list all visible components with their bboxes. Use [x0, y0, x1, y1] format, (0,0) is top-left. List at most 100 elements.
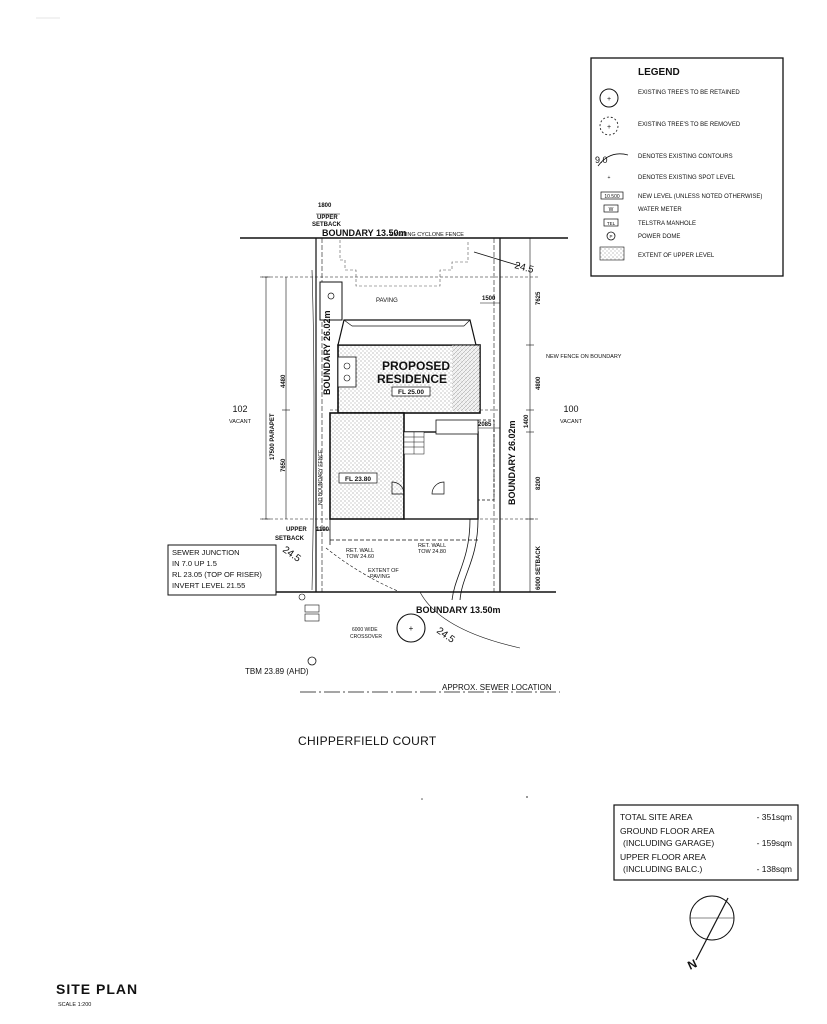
tbm-label: TBM 23.89 (AHD): [245, 667, 309, 676]
area-row-total-value: - 351sqm: [757, 812, 792, 822]
legend-item-tree-removed: EXISTING TREE'S TO BE REMOVED: [638, 122, 741, 128]
setback-bottom-value: 1190: [316, 527, 330, 533]
setback-bottom-label-2: SETBACK: [275, 536, 305, 542]
ret-wall-right-2: TOW 24.80: [418, 549, 446, 555]
dimension-lines: [262, 213, 534, 592]
area-row-upper-label: UPPER FLOOR AREA: [620, 852, 706, 862]
sheet-scale: SCALE 1:200: [58, 1002, 91, 1008]
dim-1500: 1500: [482, 296, 496, 302]
tbm-marker: [307, 656, 317, 666]
residence-label-1: PROPOSED: [382, 359, 450, 373]
fl-lower-label: FL 23.80: [345, 476, 371, 483]
setback-bottom-label-1: UPPER: [286, 527, 307, 533]
spot-level-icon: +: [608, 175, 611, 181]
telstra-manhole-icon: [603, 218, 619, 227]
existing-fence-label: EXISTING CYCLONE FENCE: [390, 232, 464, 238]
svg-text:10.500: 10.500: [604, 194, 620, 200]
plan-labels: BOUNDARY 13.50m EXISTING CYCLONE FENCE B…: [229, 203, 622, 748]
extent-paving-2: PAVING: [370, 574, 390, 580]
street-name: CHIPPERFIELD COURT: [298, 734, 437, 748]
dim-17500-parapet: 17500 PARAPET: [270, 413, 276, 460]
boundary-bottom-label: BOUNDARY 13.50m: [416, 605, 501, 615]
legend-item-telstra: TELSTRA MANHOLE: [638, 221, 696, 227]
tree-retained-icon: [599, 88, 619, 108]
dim-2085: 2085: [478, 422, 492, 428]
legend-item-power-dome: POWER DOME: [638, 234, 680, 240]
dim-1400: 1400: [524, 414, 530, 428]
svg-text:9.0: 9.0: [595, 155, 608, 165]
svg-text:TEL: TEL: [607, 221, 616, 226]
ret-wall-right-1: RET. WALL: [418, 543, 446, 549]
legend-item-upper-level: EXTENT OF UPPER LEVEL: [638, 253, 715, 259]
area-row-upper-label-2: (INCLUDING BALC.): [623, 864, 703, 874]
fl-upper-box: [391, 386, 431, 397]
svg-text:SEWER JUNCTION: SEWER JUNCTION: [172, 548, 240, 557]
telstra-pit-2-icon: [304, 613, 320, 622]
legend-item-water-meter: WATER METER: [638, 207, 682, 213]
dim-7625: 7625: [536, 291, 542, 305]
lot-left-label: VACANT: [229, 419, 252, 425]
fl-upper-label: FL 25.00: [398, 389, 424, 396]
legend: LEGEND + EXISTING TREE'S TO BE RETAINED …: [590, 57, 784, 277]
contour-bottom-label: 24.5: [434, 625, 457, 645]
lot-left-number: 102: [232, 404, 247, 414]
power-dome-icon: [606, 231, 616, 241]
telstra-pit-icon: [304, 604, 320, 613]
dim-6000-setback: 6000 SETBACK: [536, 545, 542, 590]
boundary-top-label: BOUNDARY 13.50m: [322, 228, 407, 238]
dim-4480: 4480: [281, 374, 287, 388]
north-arrow: N: [685, 895, 735, 973]
lot-right-label: VACANT: [560, 419, 583, 425]
svg-text:INVERT LEVEL 21.55: INVERT LEVEL 21.55: [172, 581, 245, 590]
dim-8200: 8200: [536, 476, 542, 490]
residence-label-2: RESIDENCE: [377, 372, 447, 386]
water-meter-icon: [603, 204, 619, 213]
setback-top-value: 1800: [318, 203, 332, 209]
upper-level-icon: [599, 246, 625, 261]
ret-wall-left-1: RET. WALL: [346, 548, 374, 554]
ret-wall-left-2: TOW 24.60: [346, 554, 374, 560]
sewer-junction-box: SEWER JUNCTION IN 7.0 UP 1.5 RL 23.05 (T…: [167, 544, 277, 596]
setback-top-label-2: SETBACK: [312, 222, 342, 228]
crossover-1: 6000 WIDE: [352, 627, 378, 633]
tree-removed-icon: [599, 116, 619, 136]
legend-item-spot-level: DENOTES EXISTING SPOT LEVEL: [638, 175, 736, 181]
area-row-ground-label: GROUND FLOOR AREA: [620, 826, 715, 836]
fl-lower-box: [338, 472, 378, 484]
svg-text:RL 23.05 (TOP OF RISER): RL 23.05 (TOP OF RISER): [172, 570, 262, 579]
proposed-house: [319, 240, 495, 520]
svg-text:P: P: [609, 234, 612, 239]
svg-text:IN 7.0 UP 1.5: IN 7.0 UP 1.5: [172, 559, 217, 568]
contour-icon: [597, 153, 629, 167]
dim-4800: 4800: [536, 376, 542, 390]
paving-label: PAVING: [376, 298, 398, 304]
area-row-ground-value: - 159sqm: [757, 838, 792, 848]
sheet-title: SITE PLAN: [56, 981, 138, 997]
contour-top-label: 24.5: [513, 260, 535, 276]
legend-item-new-level: NEW LEVEL (UNLESS NOTED OTHERWISE): [638, 194, 762, 200]
area-row-total-label: TOTAL SITE AREA: [620, 812, 693, 822]
legend-item-contours: DENOTES EXISTING CONTOURS: [638, 154, 733, 160]
site-boundaries: [240, 237, 568, 593]
area-row-ground-label-2: (INCLUDING GARAGE): [623, 838, 714, 848]
svg-text:W: W: [609, 207, 614, 213]
new-level-icon: [600, 191, 624, 200]
areas-table: TOTAL SITE AREA - 351sqm GROUND FLOOR AR…: [613, 804, 799, 881]
svg-text:+: +: [607, 96, 611, 103]
crossover-2: CROSSOVER: [350, 634, 382, 640]
no-boundary-fence-label: NO BOUNDARY FENCE: [318, 449, 324, 505]
boundary-left-label: BOUNDARY 26.02m: [322, 310, 332, 395]
svg-text:+: +: [409, 624, 414, 633]
svg-text:+: +: [607, 124, 611, 131]
lot-right-number: 100: [563, 404, 578, 414]
new-fence-label: NEW FENCE ON BOUNDARY: [546, 354, 622, 360]
setback-top-label-1: UPPER: [317, 215, 338, 221]
driveway-paths: [311, 251, 521, 649]
contour-left-label: 24.5: [280, 544, 303, 564]
area-row-upper-value: - 138sqm: [757, 864, 792, 874]
dim-7650: 7650: [281, 458, 287, 472]
sewer-location-label: APPROX. SEWER LOCATION: [442, 683, 552, 692]
water-meter-marker: [298, 593, 306, 601]
legend-item-tree-retained: EXISTING TREE'S TO BE RETAINED: [638, 90, 740, 96]
